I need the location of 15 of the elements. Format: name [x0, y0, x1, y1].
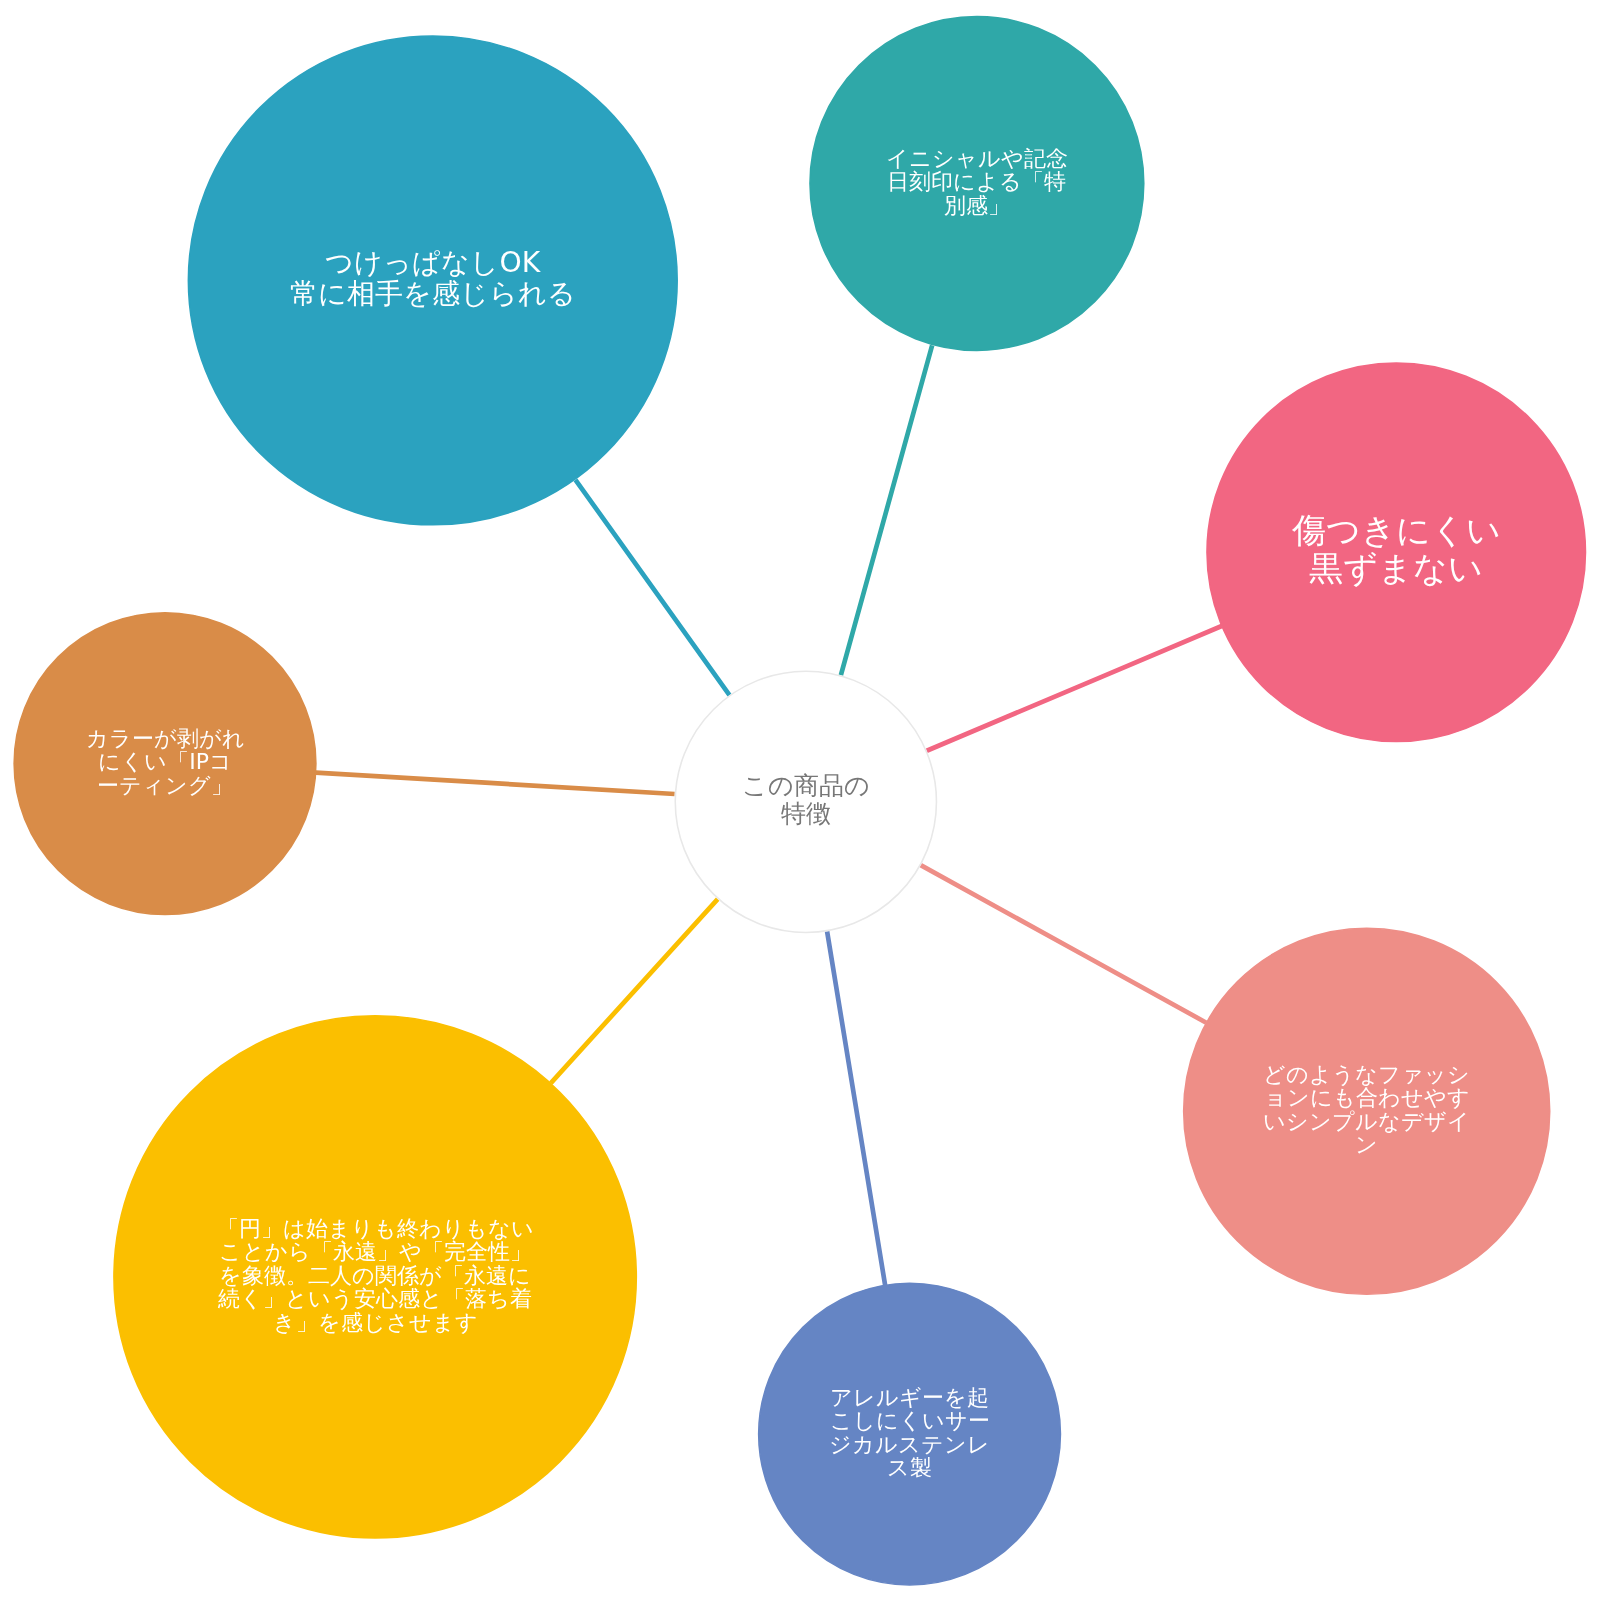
connector	[919, 862, 1208, 1025]
node-circle: イニシャルや記念日刻印による「特別感」	[809, 15, 1145, 351]
node-circle: 傷つきにくい 黒ずまない	[1206, 361, 1587, 742]
connector	[549, 897, 720, 1085]
node-circle: つけっぱなしOK 常に相手を感じられる	[187, 34, 678, 526]
node-circle: どのようなファッションにも合わせやすいシンプルなデザイン	[1182, 926, 1551, 1295]
connector	[315, 769, 675, 796]
connector	[838, 344, 935, 676]
node-circle: アレルギーを起こしにくいサージカルステンレス製	[757, 1281, 1062, 1586]
connector	[824, 930, 888, 1286]
node-circle: この商品の 特徴	[674, 669, 938, 933]
connector	[573, 477, 732, 696]
connector	[925, 623, 1223, 753]
node-circle: カラーが剥がれにくい「IPコーティング」	[13, 611, 317, 915]
node-circle: 「円」は始まりも終わりもないことから「永遠」や「完全性」を象徴。二人の関係が「永遠に続く」という安心感と「落ち着き」を感じさせます	[113, 1014, 638, 1539]
